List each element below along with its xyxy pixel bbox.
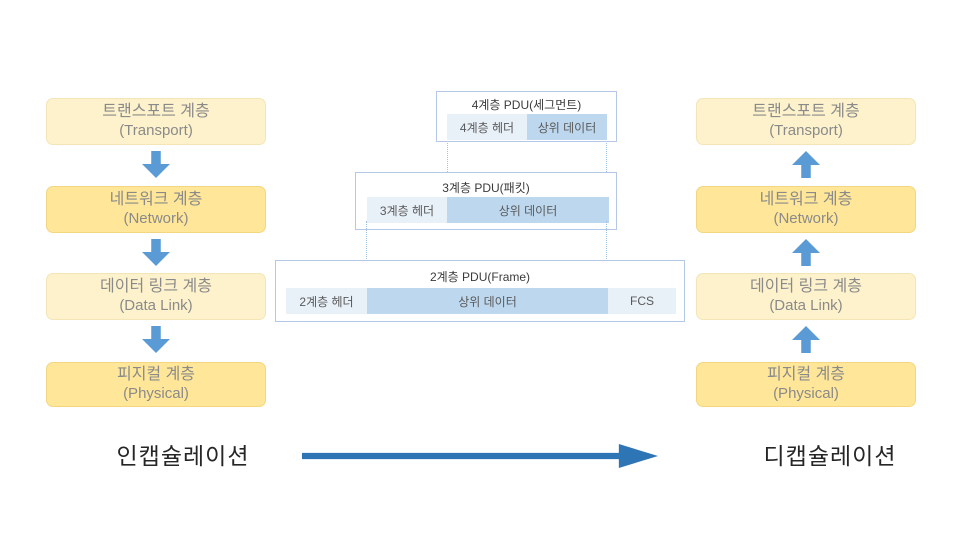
layer-label-en: (Transport) bbox=[769, 122, 843, 140]
layer-label-ko: 피지컬 계층 bbox=[116, 366, 196, 384]
layer-box-transport-left: 트랜스포트 계층 (Transport) bbox=[46, 98, 266, 145]
pdu-box-layer3: 3계층 PDU(패킷) 3계층 헤더 상위 데이터 bbox=[355, 172, 617, 230]
layer-label-en: (Physical) bbox=[123, 385, 189, 403]
dotted-connector bbox=[447, 143, 448, 196]
layer-box-physical-right: 피지컬 계층 (Physical) bbox=[696, 362, 916, 407]
dotted-connector bbox=[606, 221, 607, 287]
pdu-cell-data: 상위 데이터 bbox=[527, 114, 607, 140]
layer-label-ko: 데이터 링크 계층 bbox=[100, 278, 212, 296]
pdu-row: 3계층 헤더 상위 데이터 bbox=[367, 197, 609, 223]
layer-label-en: (Network) bbox=[123, 210, 189, 228]
encapsulation-caption: 인캡슐레이션 bbox=[116, 443, 250, 469]
layer-label-ko: 피지컬 계층 bbox=[766, 366, 846, 384]
up-arrow-icon bbox=[792, 326, 820, 353]
layer-label-en: (Data Link) bbox=[119, 297, 193, 315]
pdu-cell-fcs: FCS bbox=[608, 288, 676, 314]
layer-box-network-right: 네트워크 계층 (Network) bbox=[696, 186, 916, 233]
layer-box-network-left: 네트워크 계층 (Network) bbox=[46, 186, 266, 233]
pdu-cell-header: 3계층 헤더 bbox=[367, 197, 447, 223]
pdu-cell-header: 2계층 헤더 bbox=[286, 288, 367, 314]
down-arrow-icon bbox=[142, 239, 170, 266]
pdu-title: 4계층 PDU(세그먼트) bbox=[471, 98, 582, 112]
pdu-row: 4계층 헤더 상위 데이터 bbox=[447, 114, 607, 140]
layer-label-ko: 트랜스포트 계층 bbox=[752, 103, 860, 121]
decapsulation-caption: 디캡슐레이션 bbox=[763, 443, 897, 469]
pdu-box-layer2: 2계층 PDU(Frame) 2계층 헤더 상위 데이터 FCS bbox=[275, 260, 685, 322]
pdu-cell-data: 상위 데이터 bbox=[367, 288, 608, 314]
pdu-cell-header: 4계층 헤더 bbox=[447, 114, 527, 140]
right-arrow-icon bbox=[302, 444, 658, 468]
layer-label-ko: 네트워크 계층 bbox=[759, 191, 853, 209]
layer-label-en: (Transport) bbox=[119, 122, 193, 140]
dotted-connector bbox=[366, 221, 367, 287]
down-arrow-icon bbox=[142, 151, 170, 178]
layer-box-physical-left: 피지컬 계층 (Physical) bbox=[46, 362, 266, 407]
layer-label-en: (Physical) bbox=[773, 385, 839, 403]
down-arrow-icon bbox=[142, 326, 170, 353]
layer-label-en: (Network) bbox=[773, 210, 839, 228]
layer-label-ko: 트랜스포트 계층 bbox=[102, 103, 210, 121]
pdu-row: 2계층 헤더 상위 데이터 FCS bbox=[286, 288, 676, 314]
layer-label-ko: 네트워크 계층 bbox=[109, 191, 203, 209]
pdu-box-layer4: 4계층 PDU(세그먼트) 4계층 헤더 상위 데이터 bbox=[436, 91, 617, 142]
layer-box-transport-right: 트랜스포트 계층 (Transport) bbox=[696, 98, 916, 145]
layer-box-datalink-right: 데이터 링크 계층 (Data Link) bbox=[696, 273, 916, 320]
layer-label-en: (Data Link) bbox=[769, 297, 843, 315]
layer-label-ko: 데이터 링크 계층 bbox=[750, 278, 862, 296]
pdu-title: 3계층 PDU(패킷) bbox=[442, 181, 530, 195]
up-arrow-icon bbox=[792, 239, 820, 266]
up-arrow-icon bbox=[792, 151, 820, 178]
pdu-cell-data: 상위 데이터 bbox=[447, 197, 609, 223]
pdu-title: 2계층 PDU(Frame) bbox=[429, 270, 531, 284]
dotted-connector bbox=[606, 143, 607, 196]
layer-box-datalink-left: 데이터 링크 계층 (Data Link) bbox=[46, 273, 266, 320]
